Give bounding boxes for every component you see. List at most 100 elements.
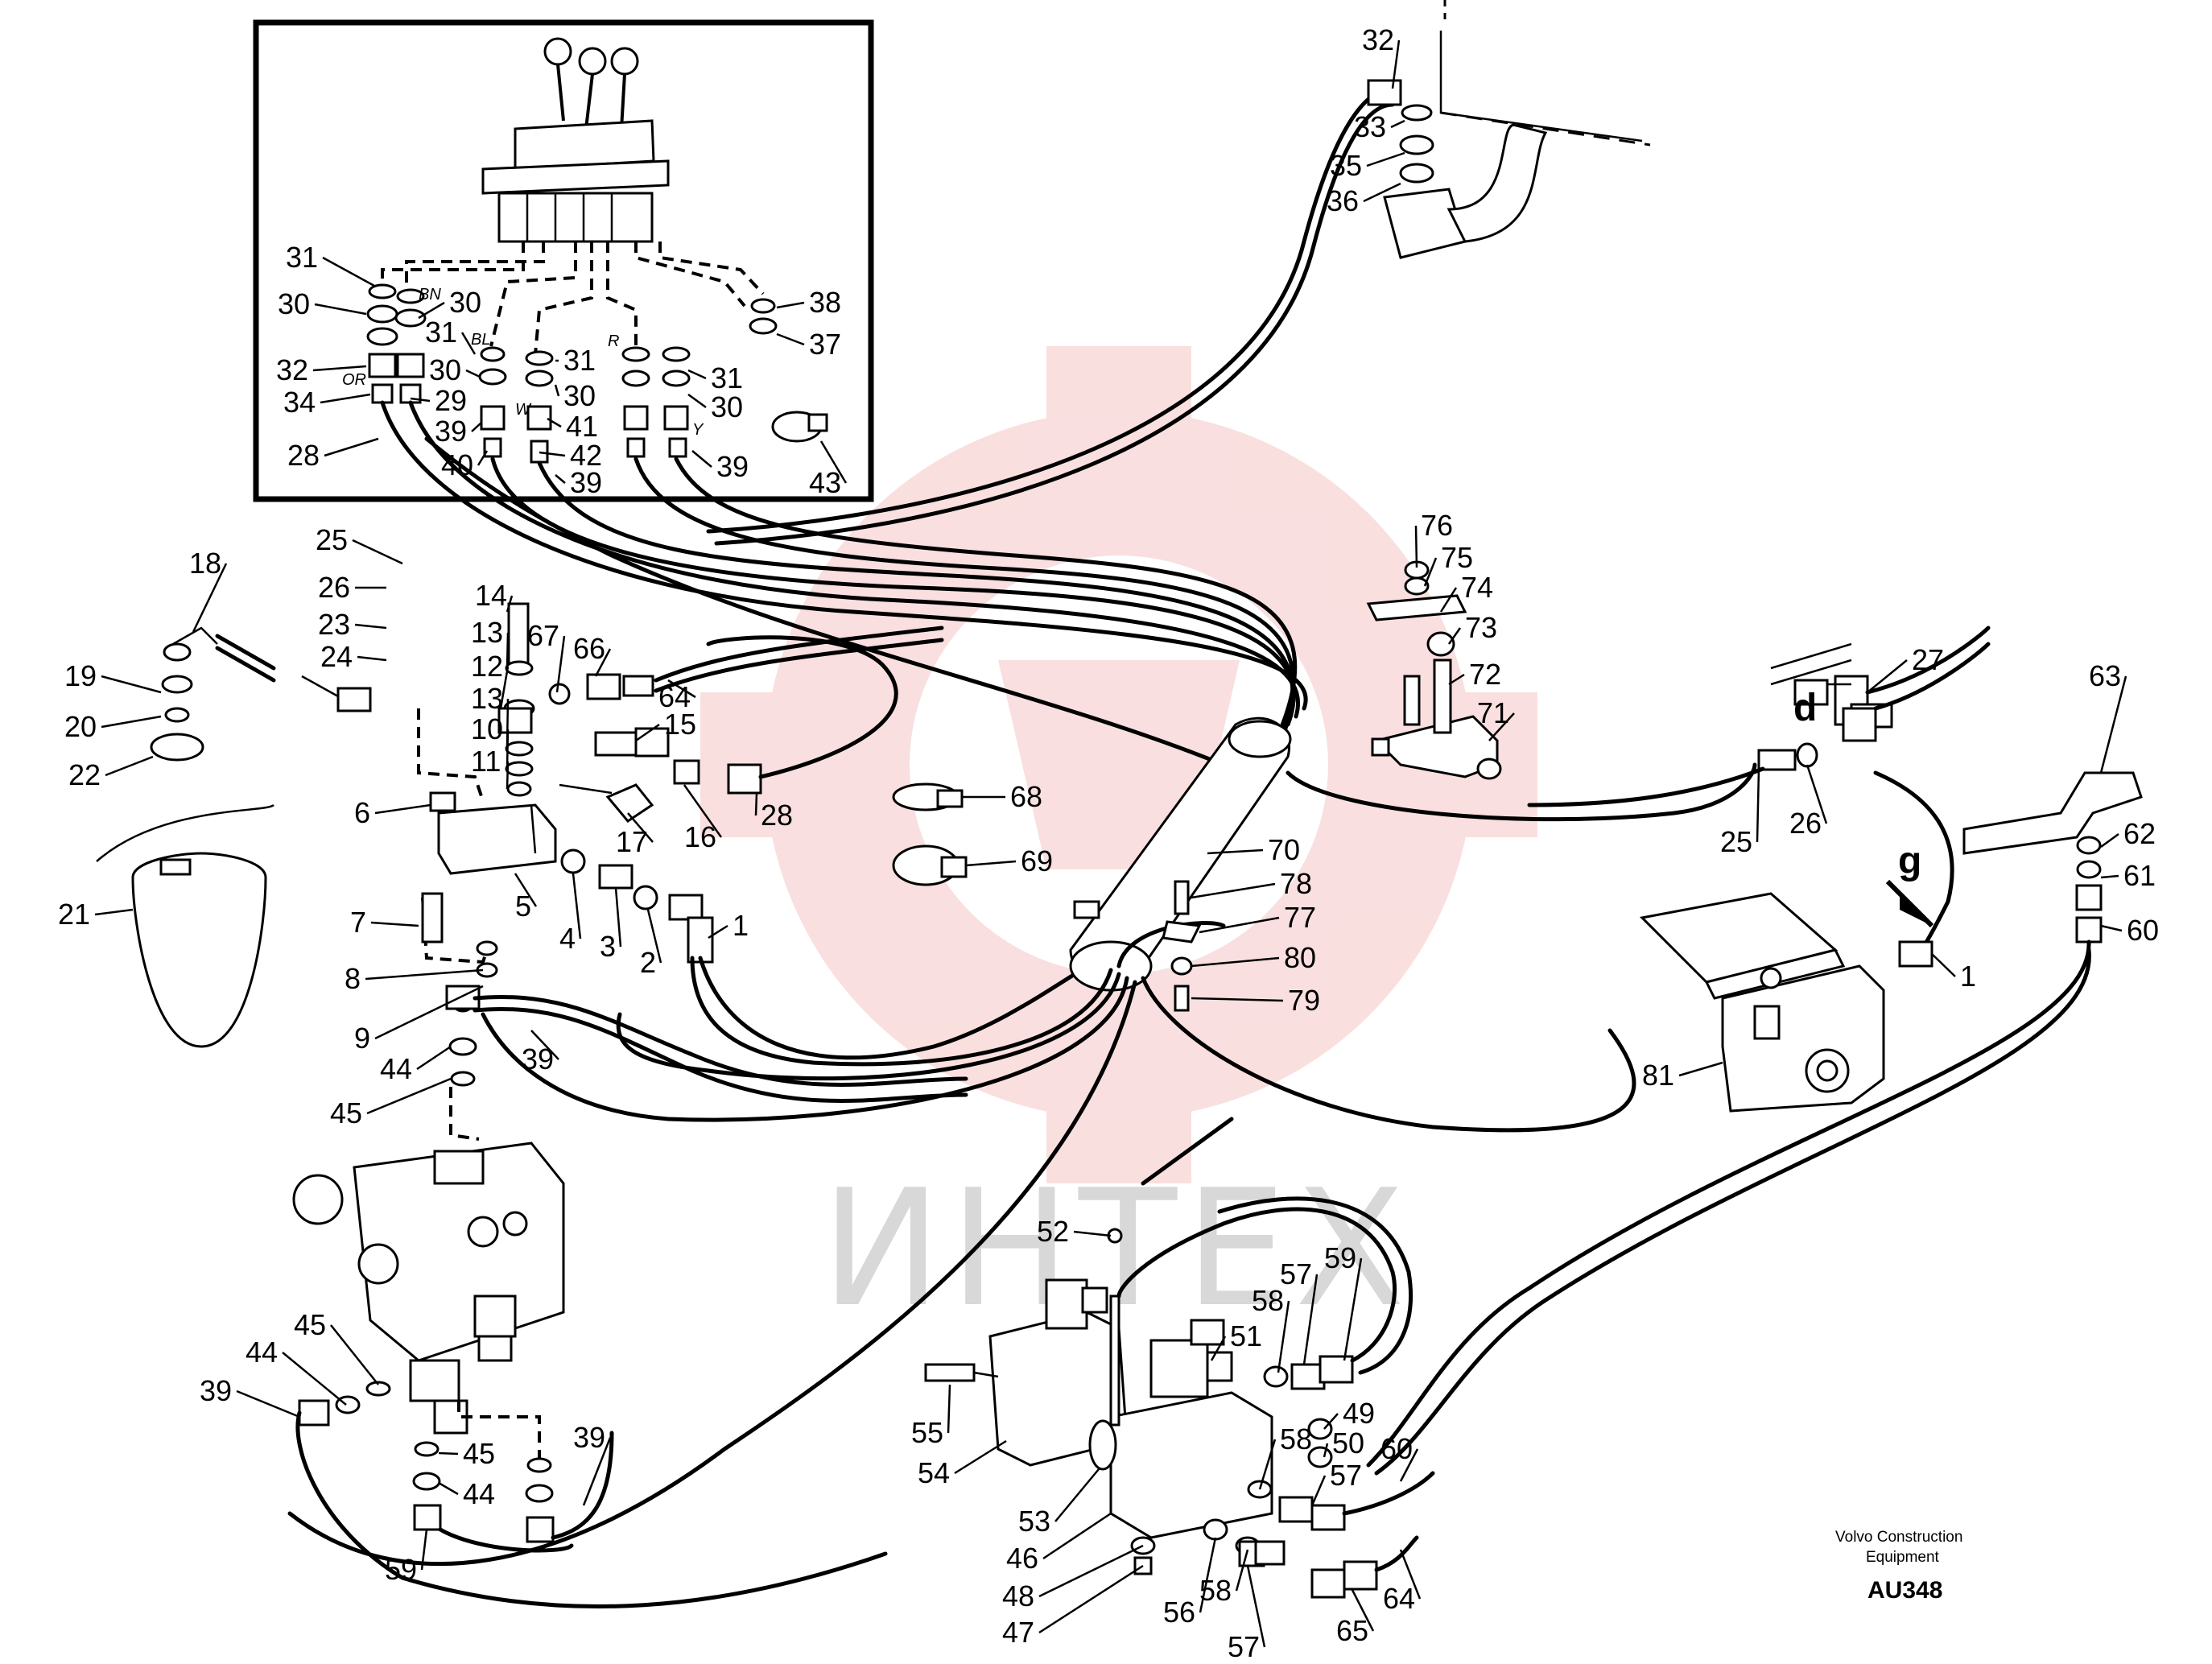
callout-labels_bottom_left-l45a: 45 — [294, 1308, 326, 1341]
leader-line — [1235, 1549, 1249, 1592]
leader-line — [499, 666, 510, 709]
callout-labels_left-l67: 67 — [527, 619, 559, 652]
leader-line — [667, 679, 696, 699]
leader-line — [101, 675, 162, 694]
clamp-43-icon — [771, 411, 828, 443]
callout-labels_inset-l30a: 30 — [278, 287, 310, 320]
callout-labels_right-l27: 27 — [1912, 643, 1944, 676]
callout-labels_left-l14: 14 — [475, 579, 507, 612]
callout-labels_bottom_center-l49: 49 — [1343, 1397, 1375, 1430]
leader-line — [1351, 1589, 1375, 1632]
leader-line — [691, 450, 712, 468]
callout-labels_left-l2: 2 — [640, 946, 656, 979]
callout-labels_bottom_center-l55: 55 — [911, 1416, 943, 1449]
leader-line — [1399, 1549, 1422, 1600]
callout-labels_inset-l29: 29 — [435, 384, 467, 417]
leader-line — [410, 397, 431, 403]
hose-color-annotation-or: OR — [342, 371, 366, 389]
leader-line — [1439, 587, 1458, 613]
leader-line — [530, 1030, 559, 1060]
hose-color-annotation-bn: BN — [419, 286, 441, 303]
leader-line — [635, 723, 660, 742]
solenoid-valve-54 — [924, 1278, 1129, 1467]
leader-line — [354, 623, 387, 630]
callout-labels_center-l73: 73 — [1465, 611, 1497, 644]
callout-labels_inset-l39c: 39 — [716, 450, 749, 483]
leader-line — [2100, 924, 2123, 932]
leader-line — [1806, 764, 1828, 824]
pilot-control-valve — [481, 37, 670, 243]
callout-labels_center-l79: 79 — [1288, 984, 1320, 1017]
callout-labels_inset-l30c: 30 — [429, 353, 461, 386]
leader-line — [965, 860, 1017, 867]
callout-labels_inset-l40: 40 — [441, 448, 473, 481]
leader-line — [687, 369, 707, 380]
leader-line — [460, 332, 477, 355]
callout-labels_left-l22: 22 — [68, 758, 101, 791]
callout-labels_right-l26: 26 — [1789, 807, 1822, 840]
callout-labels_inset-l39b: 39 — [570, 466, 602, 499]
callout-labels_inset-l43: 43 — [809, 466, 841, 499]
hose-clamp-69 — [892, 844, 968, 886]
callout-labels_inset-l42: 42 — [570, 439, 602, 472]
leader-line — [572, 873, 582, 939]
swivel-elbow-36 — [1367, 79, 1548, 259]
callout-labels_inset-l30b: 30 — [449, 286, 481, 319]
leader-line — [1191, 882, 1276, 899]
solenoid-valve-46 — [1088, 1228, 1273, 1575]
callout-labels_bottom_center-l46: 46 — [1006, 1542, 1038, 1575]
leader-line — [2099, 675, 2127, 774]
callout-labels_inset-l41: 41 — [566, 410, 598, 443]
leader-line — [366, 1077, 452, 1115]
leader-line — [1343, 1257, 1363, 1361]
callout-labels_left-l9: 9 — [354, 1022, 370, 1055]
leader-line — [1323, 1443, 1329, 1458]
callout-labels_left-l45: 45 — [330, 1096, 362, 1129]
leader-line — [101, 715, 162, 729]
callout-labels_bottom_left-l44b: 44 — [463, 1477, 495, 1510]
callout-labels_bottom_left-l59: 59 — [385, 1553, 417, 1586]
callout-labels_left-l12: 12 — [471, 650, 503, 683]
hose-clamp-68 — [892, 782, 964, 811]
leader-line — [1258, 1439, 1277, 1490]
callout-labels_bottom_center-l56: 56 — [1163, 1596, 1195, 1629]
leader-line — [477, 450, 489, 466]
footer-line2: Equipment — [1866, 1549, 1940, 1566]
leader-line — [506, 632, 510, 669]
callout-labels_left-l4: 4 — [559, 922, 576, 955]
leader-line — [192, 563, 228, 633]
callout-labels_center-l80: 80 — [1284, 941, 1316, 974]
leader-line — [1488, 712, 1515, 741]
leader-line — [416, 1045, 452, 1071]
callout-labels_left-l8: 8 — [345, 962, 361, 995]
hose-color-annotation-y: Y — [692, 421, 704, 439]
leader-line — [1448, 673, 1465, 686]
callout-labels_left-l69: 69 — [1021, 844, 1053, 877]
leader-line — [330, 1324, 379, 1385]
callout-labels_right-l60: 60 — [2127, 914, 2159, 947]
leader-line — [1277, 1300, 1290, 1373]
callout-labels_inset-l37: 37 — [809, 328, 841, 361]
leader-line — [1199, 1537, 1217, 1613]
leader-line — [352, 539, 403, 565]
leader-line — [614, 887, 622, 948]
callout-labels_left-l28: 28 — [761, 799, 793, 832]
accumulator-21 — [131, 852, 267, 1048]
leader-line — [1414, 525, 1418, 568]
leader-line — [1366, 151, 1405, 167]
callout-labels_bottom_center-l64: 64 — [1383, 1582, 1415, 1615]
leader-line — [322, 256, 375, 287]
callout-labels_bottom_center-l52: 52 — [1037, 1215, 1069, 1248]
callout-labels_left-l66: 66 — [573, 632, 605, 665]
leader-line — [418, 301, 445, 320]
leader-line — [1038, 1564, 1144, 1634]
callout-labels_left-l19: 19 — [64, 659, 97, 692]
leader-line — [105, 755, 154, 777]
tee-fitting-27 — [1757, 675, 1893, 771]
callout-labels_left-l15: 15 — [664, 708, 696, 741]
callout-labels_center-l78: 78 — [1280, 867, 1312, 900]
main-control-valve — [292, 1142, 565, 1435]
hose-color-annotation-bl: BL — [471, 331, 490, 349]
brake-valve-81 — [1639, 892, 1933, 1113]
